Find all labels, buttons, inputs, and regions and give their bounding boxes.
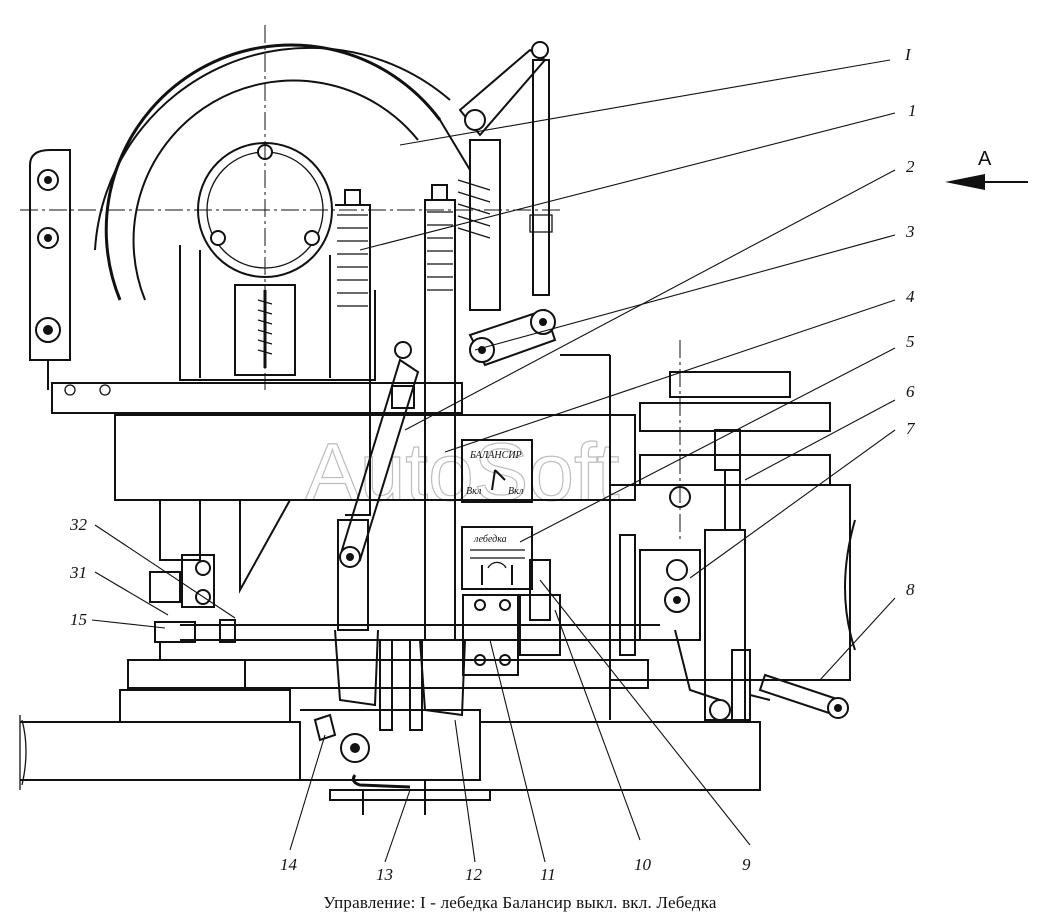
- guide-plates: [379, 354, 611, 731]
- callout-12: 12: [465, 865, 483, 884]
- brake-link-left: [29, 149, 71, 390]
- callout-14: 14: [280, 855, 298, 874]
- balancer-plate-title: БАЛАНСИР: [469, 450, 522, 461]
- control-shaft: [149, 554, 660, 690]
- balancer-plate: БАЛАНСИР Вкл Вкл: [461, 439, 533, 503]
- base-frame: [19, 659, 761, 815]
- callout-4: 4: [906, 287, 915, 306]
- brake-spring: [457, 139, 501, 311]
- balancer-plate-on: Вкл: [508, 486, 524, 497]
- spring-rod-left: [334, 189, 379, 707]
- callout-10: 10: [634, 855, 652, 874]
- callout-31: 31: [69, 563, 87, 582]
- right-clutch-assembly: [610, 340, 856, 721]
- view-arrow: А: [945, 148, 1028, 190]
- callout-2: 2: [906, 157, 915, 176]
- brake-lever-top: [458, 41, 553, 296]
- callout-8: 8: [906, 580, 915, 599]
- drum-support-frame: [51, 245, 636, 594]
- winch-plate: лебедка: [461, 526, 533, 590]
- winch-plate-title: лебедка: [473, 534, 507, 545]
- callout-1: 1: [908, 101, 917, 120]
- winch-control-assembly-drawing: AutoSoft: [19, 25, 1028, 884]
- callout-15: 15: [70, 610, 87, 629]
- linkage-bar: [339, 341, 420, 568]
- view-arrow-label: А: [978, 148, 992, 170]
- callout-7: 7: [906, 419, 916, 438]
- callout-6: 6: [906, 382, 915, 401]
- stop-nut: [313, 713, 337, 742]
- callout-32: 32: [69, 515, 88, 534]
- drawing-caption: Управление: I - лебедка Балансир выкл. в…: [323, 893, 717, 912]
- callout-13: 13: [376, 865, 393, 884]
- crank-link: [468, 308, 557, 367]
- leader-lines: [91, 59, 896, 863]
- callout-3: 3: [905, 222, 915, 241]
- winch-drum: [94, 43, 471, 301]
- callout-11: 11: [540, 865, 556, 884]
- control-handle: [749, 673, 849, 719]
- balancer-plate-off: Вкл: [466, 486, 482, 497]
- callouts: I 1 2 3 4 5 6 7 8 9 10 11 12 13 14 15 31…: [69, 45, 917, 884]
- callout-9: 9: [742, 855, 751, 874]
- callout-5: 5: [906, 332, 915, 351]
- callout-I: I: [904, 45, 912, 64]
